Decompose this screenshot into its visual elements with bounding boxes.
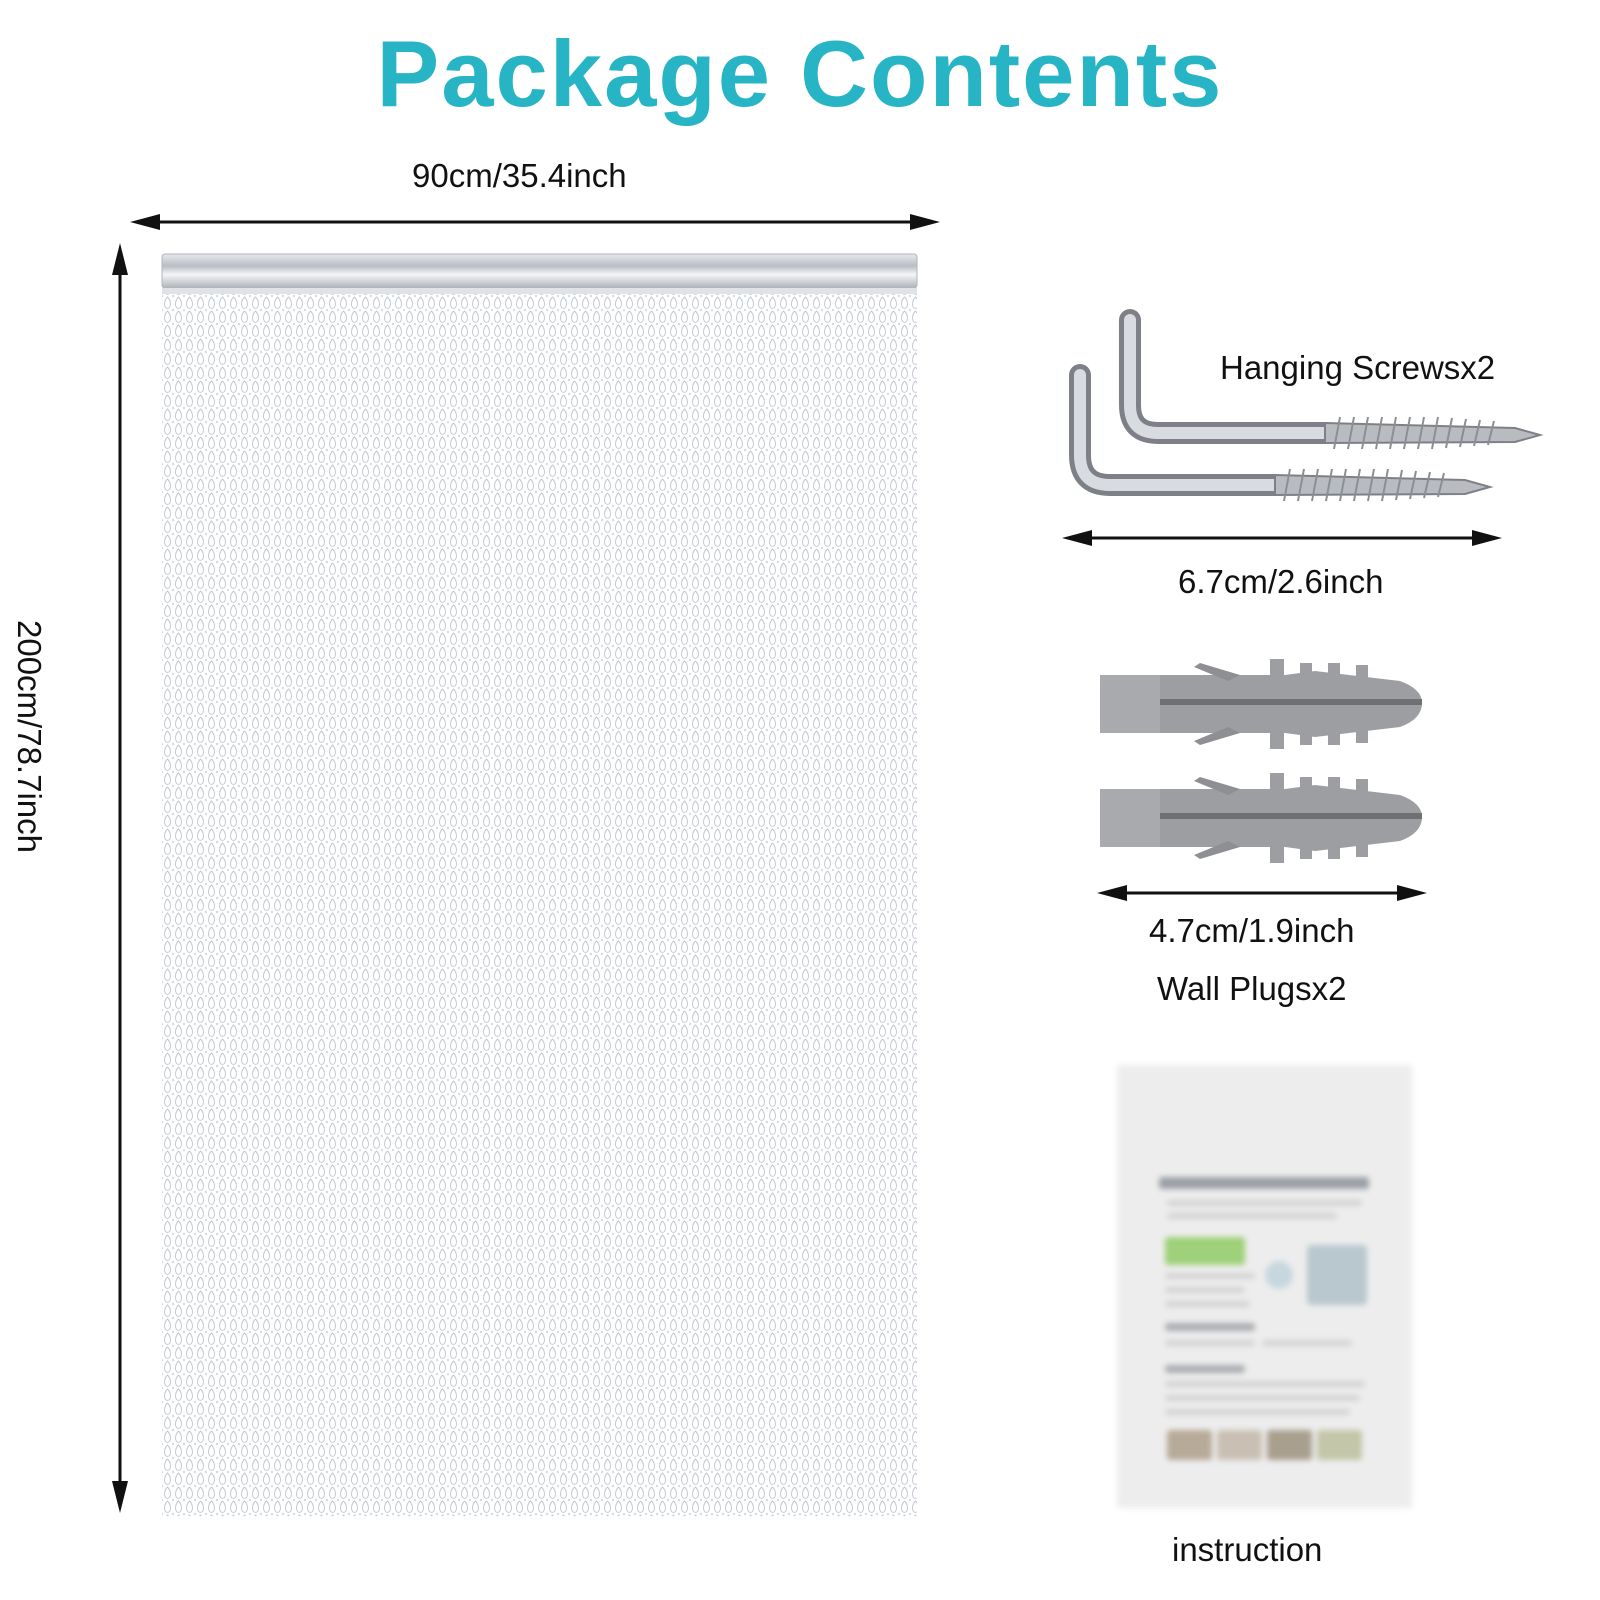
plug-dimension-arrow	[1097, 885, 1427, 901]
instruction-sheet-icon	[1117, 1065, 1412, 1508]
page-title: Package Contents	[376, 21, 1224, 126]
chain-curtain-image	[161, 253, 918, 1516]
plug-size-label: 4.7cm/1.9inch	[1149, 912, 1355, 949]
width-dimension-arrow	[130, 214, 940, 230]
wall-plugs-label: Wall Plugsx2	[1157, 970, 1347, 1007]
screw-size-label: 6.7cm/2.6inch	[1178, 563, 1384, 600]
height-dimension-arrow	[112, 243, 128, 1513]
curtain-width-label: 90cm/35.4inch	[412, 157, 627, 194]
instruction-label: instruction	[1172, 1531, 1323, 1568]
hanging-screws-label: Hanging Screwsx2	[1220, 349, 1496, 386]
curtain-height-label: 200cm/78.7inch	[11, 620, 48, 853]
wall-plug-icon	[1100, 659, 1422, 863]
screw-dimension-arrow	[1062, 530, 1502, 546]
l-hook-screw-icon	[1069, 309, 1544, 502]
